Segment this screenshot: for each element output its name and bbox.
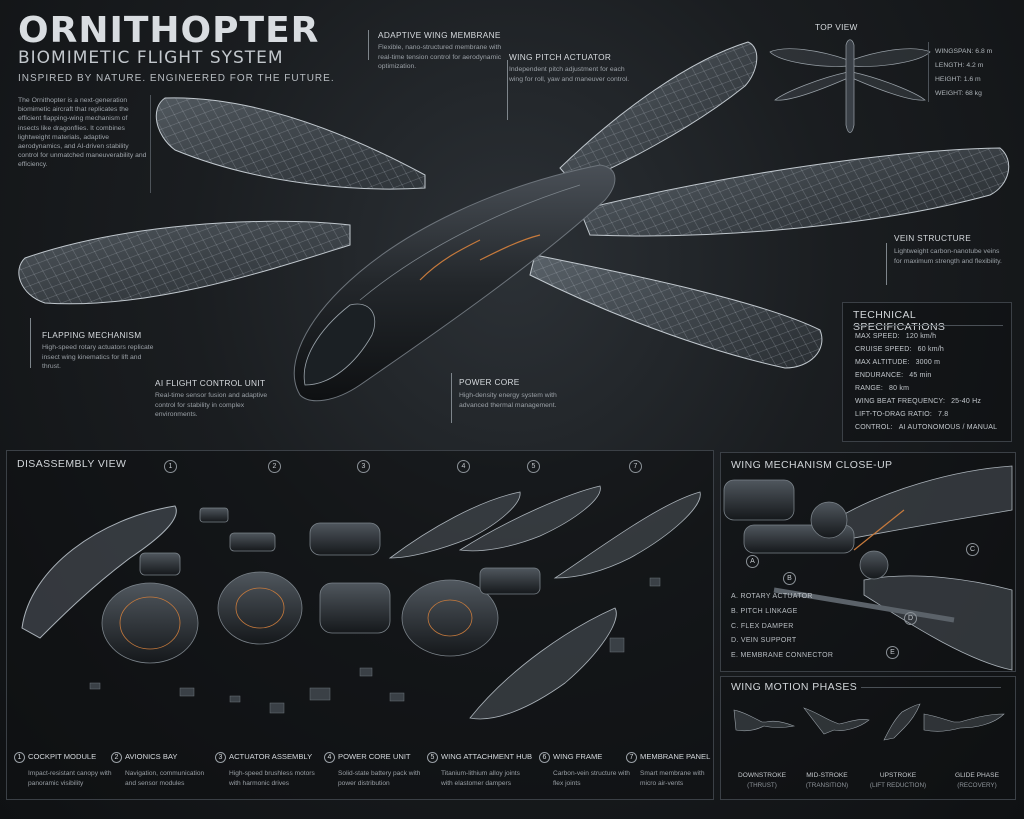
phases-panel: WING MOTION PHASES [720,676,1016,800]
part-marker: 7 [629,460,642,473]
mech-marker: E [886,646,899,659]
wing-panels [388,485,701,720]
mech-marker: D [904,612,917,625]
wing-rear-left [155,97,426,190]
actuator-parts [217,522,391,645]
page-title: ORNITHOPTER [18,10,320,51]
small-fasteners [89,577,661,714]
spec-row: MAX ALTITUDE:3000 m [855,359,941,366]
mechanism-item: B. PITCH LINKAGE [731,608,798,615]
wing-right [579,147,1010,237]
spec-wingspan: WINGSPAN: 6.8 m [935,48,993,55]
mech-marker: B [783,572,796,585]
phases-illustration [733,703,1005,741]
mechanism-item: C. FLEX DAMPER [731,623,794,630]
power-label: POWER CORE [459,377,520,387]
mechanism-item: D. VEIN SUPPORT [731,637,797,644]
phase-upstroke: UPSTROKE(LIFT REDUCTION) [869,772,927,789]
wing-front-left [18,220,351,305]
ornithopter-illustration [18,41,1010,402]
part-marker: 5 [527,460,540,473]
phases-title: WING MOTION PHASES [731,681,858,693]
mechanism-item: E. MEMBRANE CONNECTOR [731,652,834,659]
fuselage [293,164,616,402]
wing-top-right [559,41,758,186]
pitch-label: WING PITCH ACTUATOR [509,52,612,62]
part-marker: 2 [268,460,281,473]
vein-desc: Lightweight carbon-nanotube veins for ma… [894,248,1002,265]
spec-height: HEIGHT: 1.6 m [935,76,981,83]
spec-row: CRUISE SPEED:60 km/h [855,346,944,353]
part-marker: 3 [357,460,370,473]
part-marker: 4 [457,460,470,473]
phase-downstroke: DOWNSTROKE(THRUST) [738,772,786,789]
power-leader [451,373,452,423]
page-subtitle: BIOMIMETIC FLIGHT SYSTEM [18,48,284,68]
wing-lower-right [529,254,823,369]
tagline: INSPIRED BY NATURE. ENGINEERED FOR THE F… [18,73,335,84]
membrane-desc: Flexible, nano-structured membrane with … [378,44,502,71]
phase-midstroke: MID-STROKE(TRANSITION) [805,772,849,789]
tech-specs-title: TECHNICAL SPECIFICATIONS [853,309,946,333]
pitch-desc: Independent pitch adjustment for each wi… [509,66,630,83]
pitch-leader [507,60,508,120]
spec-row: WING BEAT FREQUENCY:25-40 Hz [855,398,982,405]
mechanism-illustration [723,465,1013,671]
top-view-label: TOP VIEW [815,22,858,32]
flapping-leader [30,318,31,368]
disassembly-illustration [21,485,701,720]
phases-rule [861,687,1001,688]
tech-specs-panel: TECHNICAL SPECIFICATIONS MAX SPEED:120 k… [842,302,1012,442]
canopy-part [21,505,177,639]
power-desc: High-density energy system with advanced… [459,392,557,409]
mech-marker: C [966,543,979,556]
spec-row: CONTROL:AI AUTONOMOUS / MANUAL [855,424,998,431]
intro-divider [150,95,151,193]
mech-marker: A [746,555,759,568]
disassembly-title: DISASSEMBLY VIEW [17,458,127,470]
spec-length: LENGTH: 4.2 m [935,62,984,69]
ai-desc: Real-time sensor fusion and adaptive con… [155,392,268,419]
flapping-desc: High-speed rotary actuators replicate in… [42,344,154,371]
mechanism-title: WING MECHANISM CLOSE-UP [731,459,893,471]
vein-leader [886,243,887,285]
ai-label: AI FLIGHT CONTROL UNIT [155,378,266,388]
top-view-divider [928,42,929,102]
phase-glide: GLIDE PHASE(RECOVERY) [955,772,999,789]
part-marker: 1 [164,460,177,473]
avionics-parts [101,507,276,664]
membrane-label: ADAPTIVE WING MEMBRANE [378,30,501,40]
top-view-silhouette [769,39,931,133]
power-hub-parts [401,567,541,657]
membrane-leader [368,30,369,60]
spec-row: MAX SPEED:120 km/h [855,333,937,340]
flapping-label: FLAPPING MECHANISM [42,330,142,340]
mechanism-item: A. ROTARY ACTUATOR [731,593,813,600]
spec-row: LIFT-TO-DRAG RATIO:7.8 [855,411,949,418]
spec-row: RANGE:80 km [855,385,910,392]
vein-label: VEIN STRUCTURE [894,233,972,243]
spec-row: ENDURANCE:45 min [855,372,932,379]
spec-weight: WEIGHT: 68 kg [935,90,982,97]
intro-text: The Ornithopter is a next-generation bio… [18,97,147,169]
tech-specs-rule [853,325,1003,326]
